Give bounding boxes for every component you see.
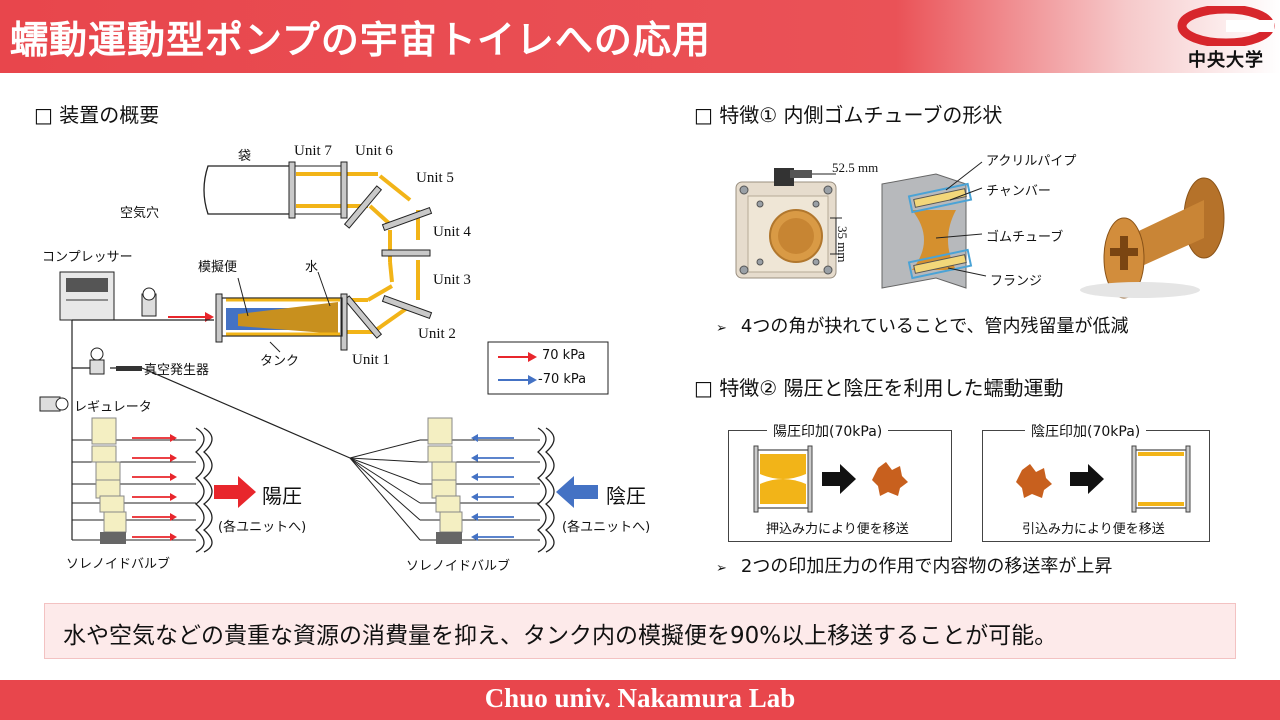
air-hole-label: 空気穴 bbox=[120, 206, 160, 221]
feature2-heading: □ 特徴② 陽圧と陰圧を利用した蠕動運動 bbox=[694, 376, 1064, 400]
peristalsis-figures bbox=[753, 445, 1191, 513]
feature1-bullet: ➢ 4つの角が抉れていることで、管内残留量が低減 bbox=[716, 312, 1129, 338]
logo-mark-icon bbox=[1177, 4, 1275, 48]
feature2-bullet: ➢ 2つの印加圧力の作用で内容物の移送率が上昇 bbox=[716, 552, 1112, 578]
solenoid-left-label: ソレノイドバルブ bbox=[66, 557, 171, 572]
unit-1-label: Unit 1 bbox=[352, 352, 390, 368]
unit-7-label: Unit 7 bbox=[294, 143, 332, 159]
arrowhead-bullet-icon: ➢ bbox=[716, 561, 727, 576]
dimension-width: 52.5 mm bbox=[832, 160, 879, 175]
rubber-tube-figures bbox=[735, 161, 1225, 299]
negative-sub-label: (各ユニットへ) bbox=[562, 520, 651, 535]
unit-2-label: Unit 2 bbox=[418, 326, 456, 342]
university-logo: 中央大学 bbox=[1176, 4, 1276, 71]
feature1-heading: □ 特徴① 内側ゴムチューブの形状 bbox=[694, 103, 1003, 127]
solenoid-right-label: ソレノイドバルブ bbox=[406, 559, 511, 574]
regulator-label: レギュレータ bbox=[74, 400, 152, 415]
unit-5-label: Unit 5 bbox=[416, 170, 454, 186]
simulated-feces-label: 模擬便 bbox=[198, 260, 238, 275]
bag-label: 袋 bbox=[238, 149, 252, 164]
arrowhead-bullet-icon: ➢ bbox=[716, 321, 727, 336]
acrylic-pipe-label: アクリルパイプ bbox=[986, 154, 1077, 169]
positive-sub-label: (各ユニットへ) bbox=[218, 520, 307, 535]
summary-text: 水や空気などの貴重な資源の消費量を抑え、タンク内の模擬便を90%以上移送すること… bbox=[63, 623, 1058, 649]
rubber-tube-label: ゴムチューブ bbox=[986, 230, 1064, 245]
unit-3-label: Unit 3 bbox=[433, 272, 471, 288]
footer-lab-name: Chuo univ. Nakamura Lab bbox=[484, 683, 796, 713]
dimension-height: 35 mm bbox=[835, 226, 850, 263]
unit-6-label: Unit 6 bbox=[355, 143, 393, 159]
compressor-label: コンプレッサー bbox=[42, 250, 133, 265]
overview-heading: □ 装置の概要 bbox=[34, 103, 160, 127]
apparatus-diagram bbox=[39, 161, 609, 553]
feature2-bullet-text: 2つの印加圧力の作用で内容物の移送率が上昇 bbox=[740, 556, 1113, 577]
summary-box: 水や空気などの貴重な資源の消費量を抑え、タンク内の模擬便を90%以上移送すること… bbox=[44, 603, 1236, 659]
tank-label: タンク bbox=[260, 354, 300, 369]
slide-title: 蠕動運動型ポンプの宇宙トイレへの応用 bbox=[10, 18, 711, 62]
water-label: 水 bbox=[305, 260, 319, 275]
positive-pressure-label: 陽圧 bbox=[262, 484, 302, 508]
feature1-bullet-text: 4つの角が抉れていることで、管内残留量が低減 bbox=[740, 316, 1129, 337]
positive-box-title: 陽圧印加(70kPa) bbox=[767, 421, 889, 441]
unit-4-label: Unit 4 bbox=[433, 224, 471, 240]
legend-positive: 70 kPa bbox=[542, 348, 586, 363]
legend-negative: -70 kPa bbox=[538, 372, 587, 387]
logo-text: 中央大学 bbox=[1188, 50, 1264, 71]
positive-box-caption: 押込み力により便を移送 bbox=[766, 522, 909, 537]
vacuum-generator-label: 真空発生器 bbox=[144, 363, 210, 378]
negative-pressure-label: 陰圧 bbox=[606, 484, 646, 508]
flange-label: フランジ bbox=[990, 274, 1043, 289]
negative-box-title: 陰圧印加(70kPa) bbox=[1025, 421, 1147, 441]
negative-box-caption: 引込み力により便を移送 bbox=[1022, 522, 1165, 537]
chamber-label: チャンバー bbox=[986, 184, 1051, 199]
title-bar: 蠕動運動型ポンプの宇宙トイレへの応用 中央大学 bbox=[0, 0, 1280, 73]
footer-bar: Chuo univ. Nakamura Lab bbox=[0, 680, 1280, 720]
